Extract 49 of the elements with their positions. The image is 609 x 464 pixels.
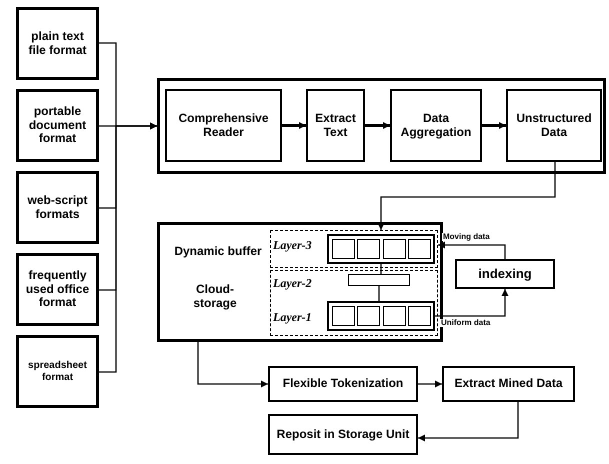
process-box	[390, 89, 482, 162]
connector-arrow	[282, 122, 306, 129]
process-box	[442, 366, 575, 402]
box-label: spreadsheet format	[27, 360, 88, 383]
process-box	[268, 366, 418, 402]
connector-arrow	[365, 122, 390, 129]
connector-arrow	[418, 380, 442, 388]
process-box	[268, 414, 418, 455]
format-box	[16, 171, 99, 244]
format-box	[16, 7, 99, 80]
layer-label: Layer-3	[273, 239, 313, 253]
pipeline-frame	[157, 78, 606, 174]
layer-block	[326, 300, 434, 330]
process-box	[306, 89, 365, 162]
connector-arrow	[482, 122, 506, 129]
connector-arrow	[99, 122, 157, 373]
connector-arrow	[378, 162, 556, 230]
process-box	[165, 89, 282, 162]
process-box	[455, 259, 555, 289]
box-label: Flexible Tokenization	[282, 377, 404, 391]
connector-arrow	[197, 342, 268, 388]
storage-region	[270, 270, 438, 336]
edge-label: Moving data	[442, 233, 491, 241]
connector-arrow	[435, 289, 508, 317]
layer-label: Layer-1	[273, 311, 313, 325]
edge-label: Uniform data	[440, 319, 492, 327]
layer-block	[326, 234, 434, 264]
region-label: Cloud-storage	[192, 283, 238, 311]
storage-frame	[157, 222, 443, 342]
connector-arrow	[418, 402, 519, 442]
layer-label: Layer-2	[273, 277, 313, 291]
region-label: Dynamic buffer	[173, 245, 263, 259]
format-box	[16, 89, 99, 162]
box-label: Comprehensive Reader	[177, 112, 270, 140]
process-box	[506, 89, 602, 162]
box-label: Extract Text	[314, 112, 357, 140]
layer-block	[348, 274, 410, 286]
buffer-region	[270, 230, 438, 268]
box-label: plain text file format	[27, 30, 88, 58]
box-label: Extract Mined Data	[453, 377, 564, 391]
box-label: Unstructured Data	[515, 112, 593, 140]
format-box	[16, 253, 99, 326]
box-label: web-script formats	[26, 194, 88, 222]
box-label: frequently used office format	[24, 268, 90, 310]
format-box	[16, 335, 99, 408]
box-label: Reposit in Storage Unit	[276, 428, 410, 442]
box-label: indexing	[477, 266, 533, 282]
box-label: Data Aggregation	[400, 112, 472, 140]
box-label: portable document format	[28, 104, 88, 146]
